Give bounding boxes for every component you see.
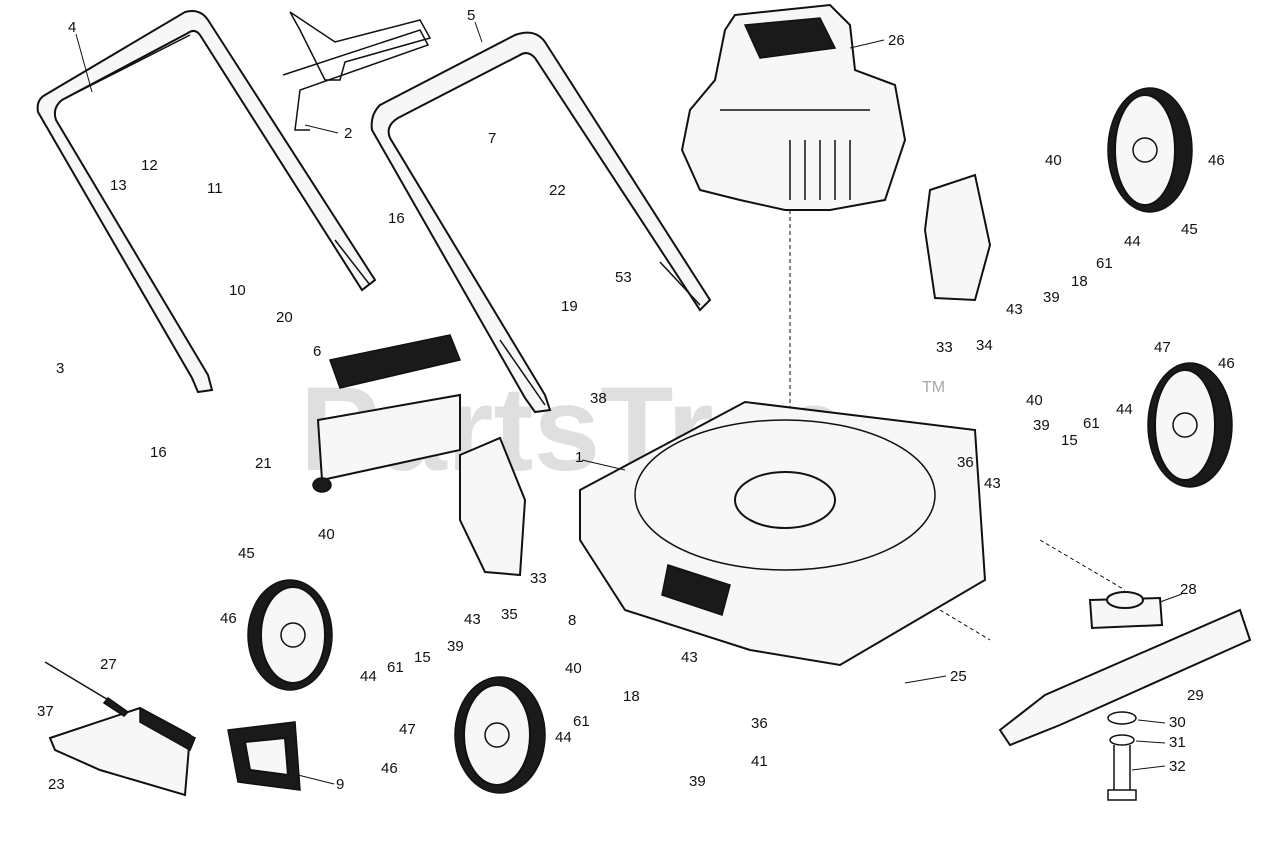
blade	[998, 608, 1252, 747]
spring	[102, 696, 130, 717]
blade-washer	[1107, 711, 1137, 725]
callout-39-top: 39	[1043, 289, 1060, 306]
callout-40-bottom: 40	[565, 660, 582, 677]
callout-29: 29	[1187, 687, 1204, 704]
callout-41: 41	[751, 753, 768, 770]
wheel-bottom	[454, 676, 546, 794]
callout-11: 11	[207, 180, 223, 197]
callout-61-mid: 61	[1083, 415, 1100, 432]
deck-dash-line	[939, 609, 991, 641]
discharge-cover	[48, 706, 196, 797]
callout-47-top: 47	[1154, 339, 1171, 356]
callout-6: 6	[313, 343, 321, 360]
blade-dash-line	[1039, 539, 1126, 591]
callout-53: 53	[615, 269, 632, 286]
callout-44-left: 44	[360, 668, 377, 685]
callout-27: 27	[100, 656, 117, 673]
callout-46-bottom: 46	[381, 760, 398, 777]
left-adjuster-plate	[459, 436, 527, 577]
callout-38: 38	[590, 390, 607, 407]
callout-28: 28	[1180, 581, 1197, 598]
callout-20: 20	[276, 309, 293, 326]
upper-handle	[36, 10, 377, 394]
callout-40-mid: 40	[1026, 392, 1043, 409]
blade-bolt	[1107, 745, 1137, 801]
callout-9: 9	[336, 776, 344, 793]
callout-36-right: 36	[957, 454, 974, 471]
callout-33-top: 33	[936, 339, 953, 356]
callout-15-right: 15	[1061, 432, 1078, 449]
lock-washer	[1109, 734, 1135, 746]
callout-18-bottom: 18	[623, 688, 640, 705]
callout-1: 1	[575, 449, 583, 466]
lower-handle	[370, 31, 712, 414]
callout-7: 7	[488, 130, 496, 147]
callout-12: 12	[141, 157, 158, 174]
callout-22: 22	[549, 182, 566, 199]
callout-45-top: 45	[1181, 221, 1198, 238]
callout-45-left: 45	[238, 545, 255, 562]
callout-43-bottom: 43	[681, 649, 698, 666]
callout-32: 32	[1169, 758, 1186, 775]
mulch-plug	[227, 721, 301, 791]
callout-19: 19	[561, 298, 578, 315]
watermark-trademark: TM	[922, 379, 945, 396]
callout-13: 13	[110, 177, 127, 194]
callout-43-left: 43	[464, 611, 481, 628]
callout-23: 23	[48, 776, 65, 793]
callout-15-left: 15	[414, 649, 431, 666]
callout-16-top: 16	[388, 210, 405, 227]
callout-10: 10	[229, 282, 246, 299]
mower-deck	[579, 400, 987, 667]
callout-31: 31	[1169, 734, 1186, 751]
callout-43-top: 43	[1006, 301, 1023, 318]
callout-43-right: 43	[984, 475, 1001, 492]
callout-8: 8	[568, 612, 576, 629]
callout-21: 21	[255, 455, 272, 472]
callout-37: 37	[37, 703, 54, 720]
callout-40-top: 40	[1045, 152, 1062, 169]
callout-16-bottom: 16	[150, 444, 167, 461]
callout-5: 5	[467, 7, 475, 24]
callout-61-left: 61	[387, 659, 404, 676]
callout-35: 35	[501, 606, 518, 623]
callout-46-top: 46	[1208, 152, 1225, 169]
control-bail	[282, 11, 432, 131]
callout-61-top: 61	[1096, 255, 1113, 272]
callout-44-bottom: 44	[555, 729, 572, 746]
callout-33-left: 33	[530, 570, 547, 587]
callout-30: 30	[1169, 714, 1186, 731]
callout-46-left: 46	[220, 610, 237, 627]
callout-labels: 4 2 5 26 12 13 11 7 22 40 46 45 44 61 18…	[37, 7, 1235, 793]
callout-39-mid: 39	[1033, 417, 1050, 434]
wheel-top-right	[1107, 87, 1193, 213]
callout-4: 4	[68, 19, 76, 36]
callout-25: 25	[950, 668, 967, 685]
callout-47-bottom: 47	[399, 721, 416, 738]
callout-44-mid: 44	[1116, 401, 1133, 418]
rear-door-assembly	[312, 334, 462, 493]
wheel-left	[247, 579, 333, 691]
callout-36-bottom: 36	[751, 715, 768, 732]
callout-2: 2	[344, 125, 352, 142]
right-adjuster-plate	[923, 173, 992, 302]
callout-18-top: 18	[1071, 273, 1088, 290]
callout-44-top: 44	[1124, 233, 1141, 250]
blade-adapter-hub	[1106, 591, 1144, 609]
wheel-mid-right	[1147, 362, 1233, 488]
callout-34: 34	[976, 337, 993, 354]
callout-61-bottom: 61	[573, 713, 590, 730]
callout-46-mid: 46	[1218, 355, 1235, 372]
callout-40-left: 40	[318, 526, 335, 543]
leader-lines	[75, 21, 1183, 785]
callout-39-left: 39	[447, 638, 464, 655]
callout-26: 26	[888, 32, 905, 49]
engine	[680, 3, 907, 211]
callout-3: 3	[56, 360, 64, 377]
callout-39-bottom: 39	[689, 773, 706, 790]
